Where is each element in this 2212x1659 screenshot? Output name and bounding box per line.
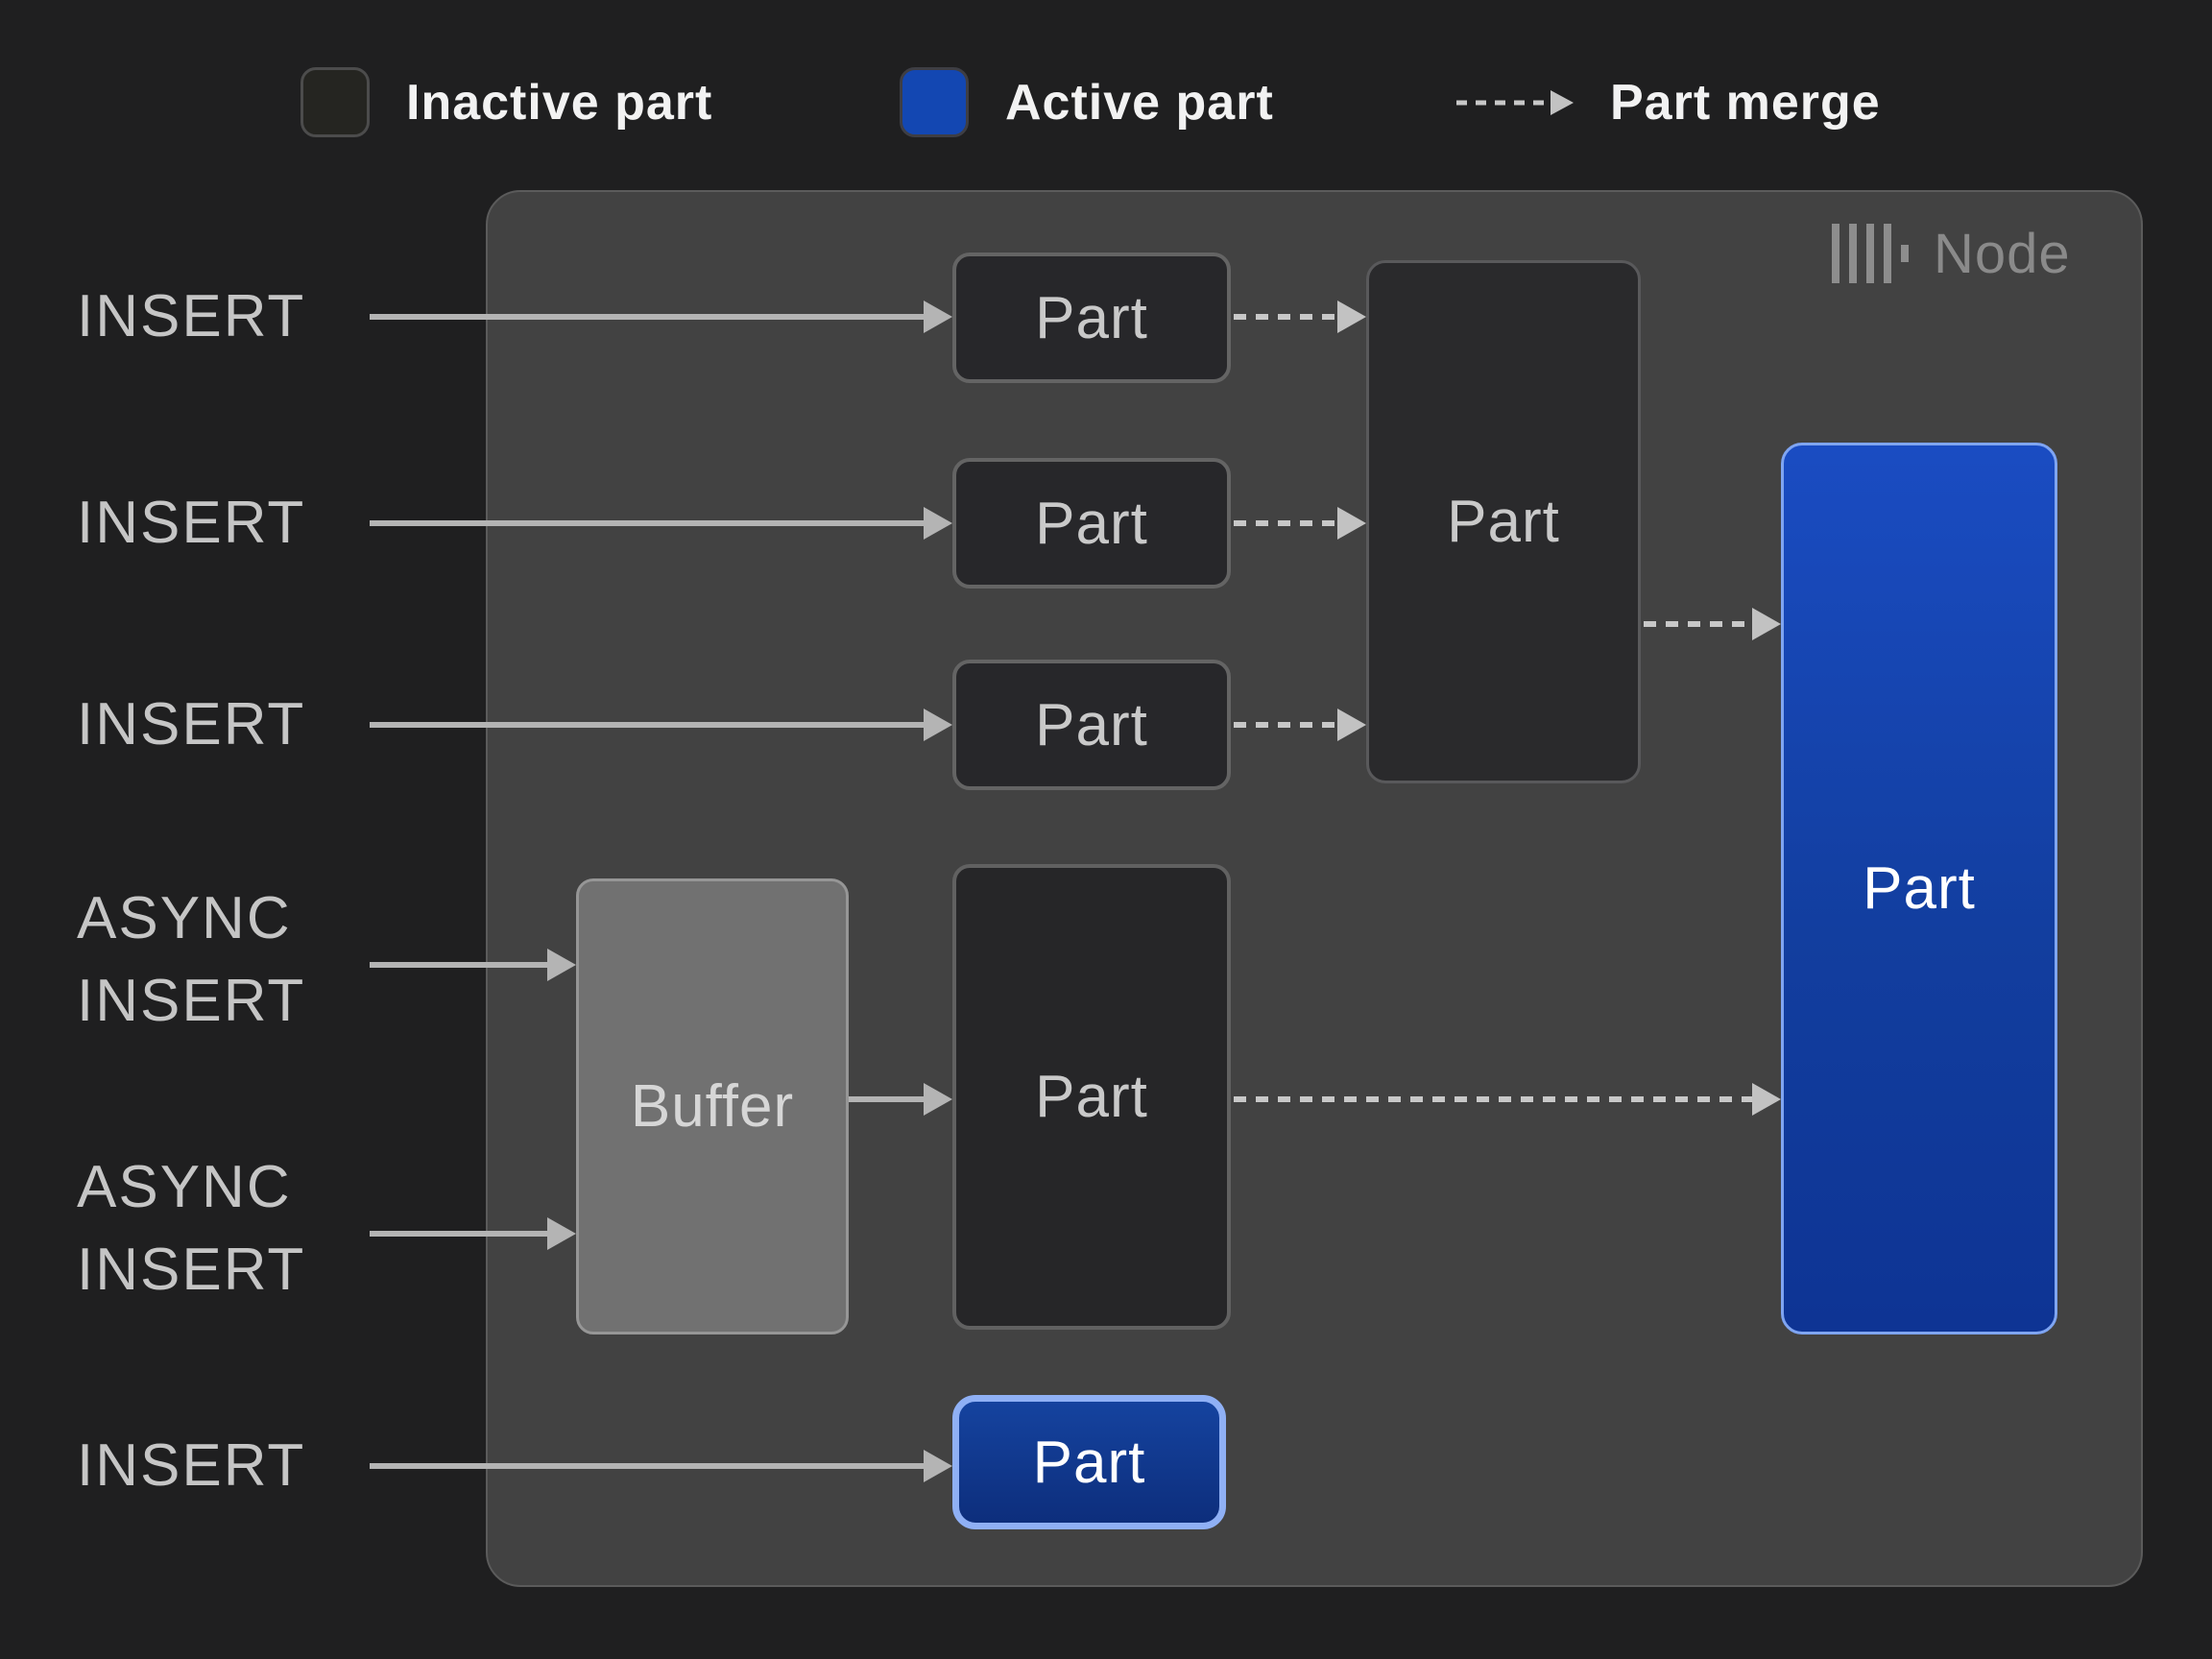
arrow-head-icon bbox=[924, 301, 952, 333]
merge-arrow-1 bbox=[1234, 298, 1366, 336]
inactive-part-swatch-icon bbox=[301, 67, 370, 137]
legend-arrow-line bbox=[1456, 100, 1552, 105]
async-insert-label-1: ASYNC INSERT bbox=[77, 885, 306, 1034]
active-part-box-small: Part bbox=[952, 1395, 1226, 1529]
merge-arrow-3 bbox=[1234, 706, 1366, 744]
arrow-head-icon bbox=[547, 949, 576, 981]
merged-part-box: Part bbox=[1366, 260, 1641, 783]
async-insert-label-2: ASYNC INSERT bbox=[77, 1154, 306, 1303]
arrow-head-icon bbox=[924, 1083, 952, 1116]
buffer-label: Buffer bbox=[630, 1073, 795, 1140]
merge-arrow-2 bbox=[1234, 504, 1366, 542]
legend-item-inactive: Inactive part bbox=[301, 67, 712, 137]
insert-label-3: INSERT bbox=[77, 691, 306, 757]
arrow-head-icon bbox=[1752, 1083, 1781, 1116]
arrow-head-icon bbox=[1752, 608, 1781, 640]
part-merge-arrow-icon bbox=[1456, 84, 1574, 122]
arrow-head-icon bbox=[1337, 301, 1366, 333]
arrow-head-icon bbox=[547, 1217, 576, 1250]
insert-arrow-1 bbox=[370, 298, 952, 336]
legend-inactive-label: Inactive part bbox=[406, 74, 713, 131]
arrow-head-icon bbox=[924, 709, 952, 741]
part-label: Part bbox=[1035, 490, 1148, 557]
arrow-head-icon bbox=[1337, 709, 1366, 741]
buffer-box: Buffer bbox=[576, 878, 849, 1334]
part-label: Part bbox=[1035, 691, 1148, 758]
async-insert-arrow-2 bbox=[370, 1214, 576, 1253]
legend-item-merge: Part merge bbox=[1456, 67, 1881, 137]
node-header: Node bbox=[1832, 222, 2071, 285]
async-insert-arrow-1 bbox=[370, 946, 576, 984]
arrow-head-icon bbox=[924, 1450, 952, 1482]
inactive-part-box-3: Part bbox=[952, 660, 1231, 790]
part-label: Part bbox=[1447, 489, 1560, 555]
part-label: Part bbox=[1035, 284, 1148, 351]
part-label: Part bbox=[1863, 855, 1976, 922]
inactive-part-box-2: Part bbox=[952, 458, 1231, 589]
legend-active-label: Active part bbox=[1005, 74, 1274, 131]
arrow-head-icon bbox=[1337, 507, 1366, 540]
clickhouse-logo-icon bbox=[1832, 224, 1909, 283]
insert-arrow-3 bbox=[370, 706, 952, 744]
insert-label-2: INSERT bbox=[77, 490, 306, 556]
part-label: Part bbox=[1032, 1429, 1146, 1496]
insert-arrow-4 bbox=[370, 1447, 952, 1485]
buffer-to-part-arrow bbox=[847, 1080, 952, 1118]
legend-merge-label: Part merge bbox=[1610, 74, 1881, 131]
part-label: Part bbox=[1035, 1064, 1148, 1130]
active-part-swatch-icon bbox=[900, 67, 969, 137]
arrow-head-icon bbox=[924, 507, 952, 540]
inactive-part-box-1: Part bbox=[952, 252, 1231, 383]
node-title: Node bbox=[1934, 222, 2071, 285]
insert-label-4: INSERT bbox=[77, 1432, 306, 1499]
buffered-part-merge-arrow bbox=[1234, 1080, 1781, 1118]
legend-item-active: Active part bbox=[900, 67, 1274, 137]
buffered-part-box: Part bbox=[952, 864, 1231, 1330]
active-part-box-large: Part bbox=[1781, 443, 2057, 1334]
insert-label-1: INSERT bbox=[77, 283, 306, 349]
insert-arrow-2 bbox=[370, 504, 952, 542]
merge-arrow-to-active bbox=[1644, 605, 1781, 643]
legend-arrow-head bbox=[1551, 89, 1574, 115]
